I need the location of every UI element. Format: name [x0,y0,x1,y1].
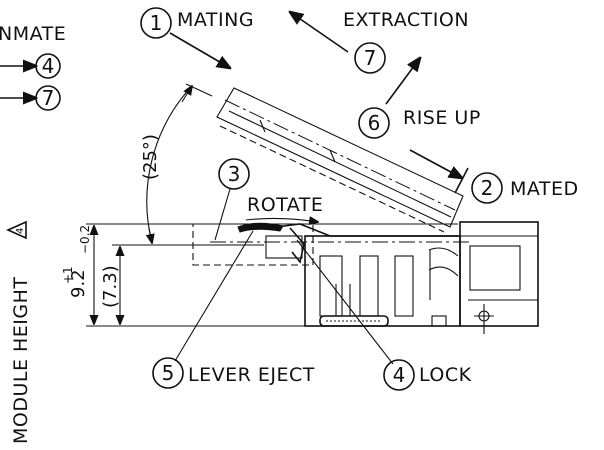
height-tol-plus: +1 [61,266,75,284]
lever-eject-tab [237,222,284,233]
mating-label: MATING [177,9,254,31]
cage-foot [431,315,447,327]
callout-4-left: 4 [42,54,55,78]
connector-body [210,221,539,334]
lock-hook [289,227,305,264]
lock-latch [265,235,303,259]
callout-7-circle-top [354,42,386,74]
callout-2-circle [471,172,503,204]
tilted-module-outline [216,87,464,228]
callout-7-left: 7 [42,86,55,110]
tilted-module-centerline [224,99,456,211]
angle-label: (25°) [140,134,161,180]
callout-6-circle [358,107,390,139]
callout-4-circle-left [35,53,61,79]
callout-4-leader [296,239,394,365]
tilted-module-tick-1 [259,119,266,133]
mated-label: MATED [510,178,579,200]
spring-finger-2 [428,266,459,277]
mated-arrow [409,149,462,178]
lever-eject-label: LEVER EJECT [188,364,315,386]
height-tol-minus: −0.2 [78,225,92,254]
callout-1: 1 [150,11,163,35]
board-contact [319,315,389,327]
tilted-module-tick-2 [329,149,336,163]
module-height-label: MODULE HEIGHT [10,276,32,444]
cage-slot-3 [394,255,414,317]
callout-3-circle [218,158,250,190]
callout-5: 5 [162,361,175,385]
mating-arrow [169,32,230,68]
extraction-arrow [290,12,349,53]
height-value: 9.2 [68,269,89,298]
rise-up-label: RISE UP [403,107,481,129]
callout-4-circle-bottom [383,359,415,391]
callout-7-top: 7 [364,46,377,70]
callout-3-leader [214,188,231,241]
cage-slot-2 [359,255,379,317]
tilted-module [216,87,464,233]
callout-4-bottom: 4 [393,363,406,387]
mated-stop-line [454,167,469,194]
inner-height-label: (7.3) [100,265,121,308]
unmate-label: NMATE [0,23,66,45]
lock-label: LOCK [419,364,472,386]
receptacle-window [469,245,521,291]
callout-5-leader [174,230,254,362]
svg-text:4: 4 [15,228,26,234]
spring-finger-1 [428,247,459,257]
extraction-label: EXTRACTION [343,9,469,31]
callout-6: 6 [368,111,381,135]
cage-slot-1 [319,255,343,317]
callout-7-circle-left [35,85,61,111]
tilted-module-inner-line [228,110,452,218]
callout-5-circle [152,357,184,389]
tilted-module-hidden-line [219,125,445,233]
rise-up-arrow [385,58,420,105]
callout-3: 3 [228,162,241,186]
angle-arrow-bottom [149,227,152,243]
callout-2: 2 [481,176,494,200]
lever-top [267,223,458,237]
angle-arc [146,85,193,244]
note-4-triangle-icon: 4 [6,220,27,240]
callout-1-circle [140,7,172,39]
angle-arrow-top [181,86,192,103]
rotate-arrow [245,218,318,222]
receptacle-housing [459,221,539,327]
rotate-label: ROTATE [247,194,323,216]
